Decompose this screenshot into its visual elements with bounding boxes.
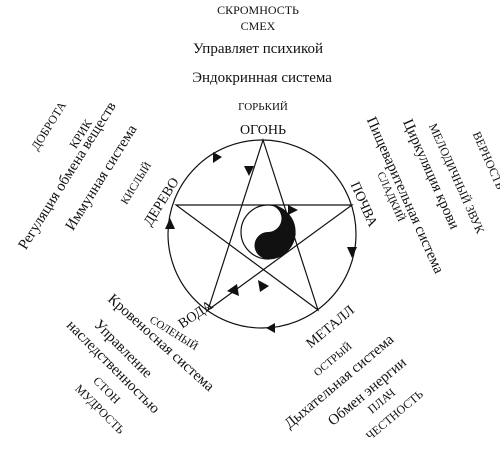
star-arrow (244, 166, 254, 176)
fire-element: ОГОНЬ (240, 123, 286, 138)
fire-taste: ГОРЬКИЙ (238, 101, 288, 113)
earth-virtue: ВЕРНОСТЬ (470, 129, 500, 191)
circle-arrow (266, 323, 275, 333)
circle-arrow (213, 152, 222, 163)
fire-sound: СМЕХ (241, 19, 276, 33)
wood-element: ДЕРЕВО (141, 175, 182, 229)
fire-function: Управляет психикой (193, 41, 323, 57)
fire-system: Эндокринная система (192, 70, 332, 86)
wood-taste: КИСЛЫЙ (119, 160, 154, 207)
star-arrow (227, 284, 239, 296)
generating-cycle-circle (167, 139, 357, 329)
fire-virtue: СКРОМНОСТЬ (217, 3, 299, 17)
fire-group: СКРОМНОСТЬ СМЕХ Управляет психикой Эндок… (192, 3, 332, 138)
wood-virtue: ДОБРОТА (28, 99, 69, 153)
star-arrow (288, 205, 298, 215)
wood-group: ДОБРОТА КРИК Регуляция обмена веществ Им… (16, 99, 183, 253)
star-arrow (258, 280, 269, 292)
earth-group: ВЕРНОСТЬ МЕЛОДИЧНЫЙ ЗВУК Циркуляция кров… (347, 115, 500, 277)
metal-group: МЕТАЛЛ ОСТРЫЙ Дыхательная система Обмен … (282, 303, 426, 443)
water-group: ВОДА СОЛЕНЫЙ Кровеносная система Управле… (63, 291, 217, 437)
circle-arrow (347, 247, 357, 258)
water-element: ВОДА (176, 298, 217, 332)
circle-arrow (165, 218, 175, 229)
yin-yang-icon (240, 204, 296, 260)
